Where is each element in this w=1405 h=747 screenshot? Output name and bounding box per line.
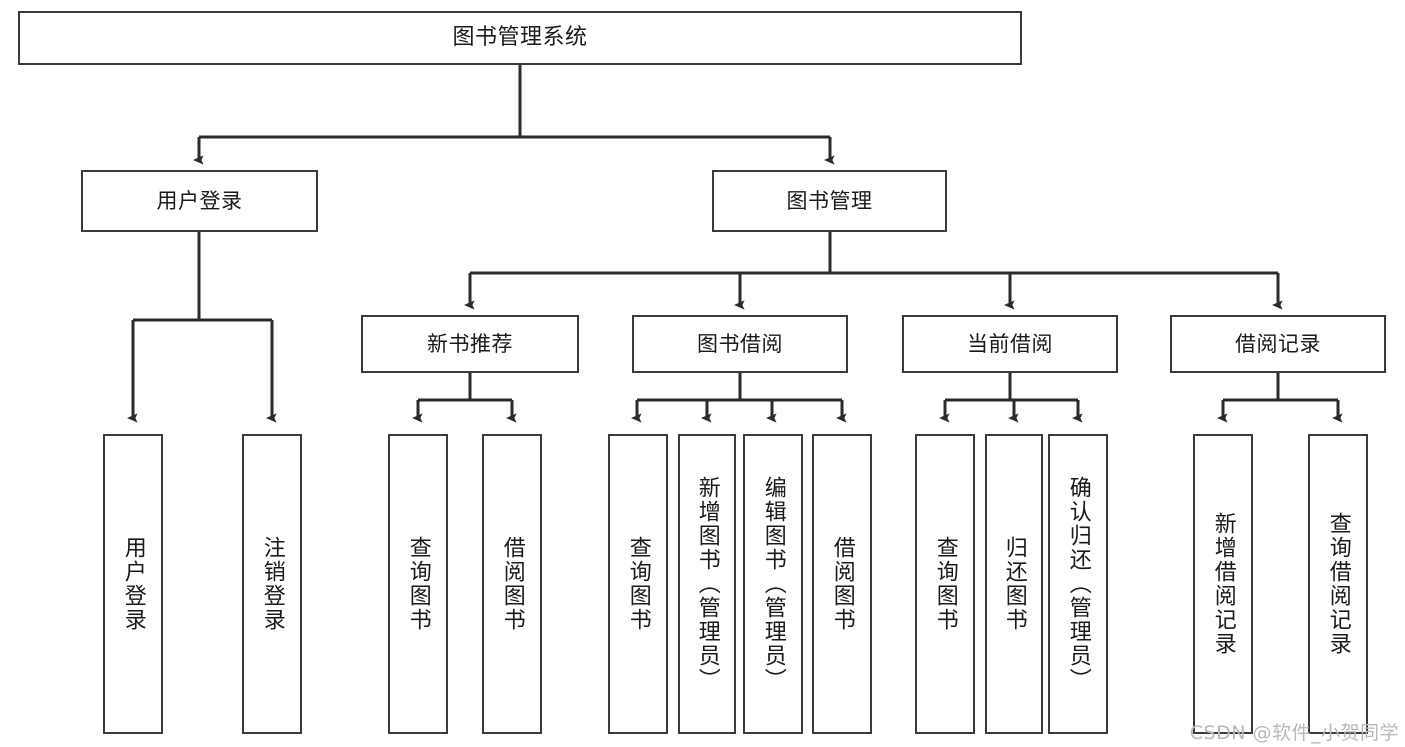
node-root-system[interactable]: 图书管理系统 (18, 11, 1022, 65)
node-label: 新增图书（管理员） (694, 476, 720, 692)
node-label: 归还图书 (1001, 536, 1027, 632)
node-label: 查询借阅记录 (1325, 512, 1351, 656)
node-label: 借阅图书 (829, 536, 855, 632)
node-borrow-records[interactable]: 借阅记录 (1170, 315, 1386, 373)
node-label: 借阅记录 (1235, 331, 1321, 356)
node-book-management[interactable]: 图书管理 (712, 170, 947, 232)
leaf-user-login[interactable]: 用户登录 (103, 434, 163, 734)
leaf-return-book[interactable]: 归还图书 (985, 434, 1043, 734)
node-new-book-recommendation[interactable]: 新书推荐 (361, 315, 579, 373)
node-label: 注销登录 (259, 536, 285, 632)
node-label: 查询图书 (932, 536, 958, 632)
leaf-query-borrow-record[interactable]: 查询借阅记录 (1308, 434, 1368, 734)
leaf-borrow-book-1[interactable]: 借阅图书 (482, 434, 542, 734)
node-label: 图书管理系统 (452, 25, 588, 51)
node-label: 当前借阅 (967, 331, 1053, 356)
node-label: 借阅图书 (499, 536, 525, 632)
leaf-edit-book[interactable]: 编辑图书（管理员） (743, 434, 803, 734)
node-label: 图书管理 (786, 188, 873, 213)
node-user-login[interactable]: 用户登录 (81, 170, 318, 232)
watermark: CSDN @软件_小贺同学 (1189, 722, 1399, 744)
leaf-query-book-3[interactable]: 查询图书 (915, 434, 975, 734)
node-label: 编辑图书（管理员） (760, 476, 786, 692)
leaf-logout[interactable]: 注销登录 (242, 434, 302, 734)
leaf-borrow-book-2[interactable]: 借阅图书 (812, 434, 872, 734)
leaf-query-book-2[interactable]: 查询图书 (608, 434, 668, 734)
leaf-add-borrow-record[interactable]: 新增借阅记录 (1193, 434, 1253, 734)
node-label: 查询图书 (625, 536, 651, 632)
node-label: 确认归还（管理员） (1065, 476, 1091, 692)
node-current-borrowing[interactable]: 当前借阅 (902, 315, 1118, 373)
leaf-confirm-return[interactable]: 确认归还（管理员） (1048, 434, 1108, 734)
node-label: 图书借阅 (697, 331, 783, 356)
node-label: 新书推荐 (427, 331, 513, 356)
node-book-borrowing[interactable]: 图书借阅 (632, 315, 848, 373)
node-label: 新增借阅记录 (1210, 512, 1236, 656)
node-label: 用户登录 (120, 536, 146, 632)
leaf-add-book[interactable]: 新增图书（管理员） (678, 434, 736, 734)
node-label: 用户登录 (156, 188, 243, 213)
leaf-query-book-1[interactable]: 查询图书 (388, 434, 448, 734)
node-label: 查询图书 (405, 536, 431, 632)
